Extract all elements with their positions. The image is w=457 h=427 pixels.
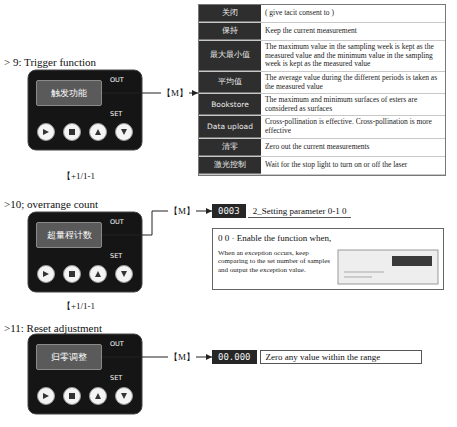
inset-tab: [392, 256, 432, 266]
node-description: Wait for the stop light to turn on or of…: [261, 159, 445, 172]
display-screen: 归零调整: [36, 344, 102, 370]
button: [64, 388, 81, 405]
button-icon: [95, 271, 101, 277]
device-panel: [28, 212, 142, 292]
key-note: 【+1/1-1: [62, 170, 95, 183]
key-press-label: 【M】: [168, 205, 196, 218]
button: [90, 266, 107, 283]
node-description: ( give tacit consent to ): [261, 7, 445, 20]
button-icon: [69, 271, 75, 277]
inset-frame: [338, 250, 438, 284]
node-heading: 超量程计数: [47, 229, 92, 242]
option-row: 保持Keep the current measurement: [199, 23, 445, 41]
node-description: 2_Setting parameter 0-1 0: [248, 205, 352, 218]
note-box: 0 0 · Enable the function when, When an e…: [212, 228, 444, 290]
button-icon: [69, 129, 75, 135]
node-heading: 0003: [212, 204, 246, 218]
value-box: 00032_Setting parameter 0-1 0: [212, 204, 351, 218]
section-heading: >10; overrange count: [4, 198, 98, 210]
node-heading: 清零: [199, 139, 261, 156]
button: [38, 124, 55, 141]
option-row: 关闭( give tacit consent to ): [199, 5, 445, 23]
node-heading: Data upload: [199, 116, 261, 137]
option-row: Data uploadCross-pollination is effectiv…: [199, 116, 445, 138]
button-icon: [95, 393, 101, 399]
button-icon: [43, 129, 49, 135]
node-heading: 激光控制: [199, 157, 261, 174]
button-icon: [43, 271, 49, 277]
button-icon: [121, 129, 127, 135]
key-press-label: 【M】: [161, 87, 189, 100]
display-screen: 超量程计数: [36, 222, 102, 248]
button: [116, 124, 133, 141]
button: [116, 266, 133, 283]
node-heading: 归零调整: [51, 351, 87, 364]
button-icon: [121, 393, 127, 399]
node-heading: 最大最小值: [199, 41, 261, 71]
key-label: SET: [110, 110, 122, 118]
button-icon: [121, 271, 127, 277]
option-panel: 关闭( give tacit consent to )保持Keep the cu…: [198, 4, 446, 176]
option-row: 激光控制Wait for the stop light to turn on o…: [199, 157, 445, 175]
button: [90, 388, 107, 405]
key-label: OUT: [110, 340, 124, 348]
node-description: Keep the current measurement: [261, 25, 445, 38]
display-screen: 触发功能: [36, 80, 102, 106]
device-body: [28, 212, 142, 292]
node-description: Zero any value within the range: [260, 350, 422, 364]
option-row: BookstoreThe maximum and minimum surface…: [199, 94, 445, 116]
inset-line: [344, 272, 384, 273]
option-row: 清零Zero out the current measurements: [199, 139, 445, 157]
button: [38, 388, 55, 405]
node-description: The average value during the different p…: [261, 72, 445, 93]
node-description: The maximum and minimum surfaces of este…: [261, 94, 445, 115]
node-heading: Bookstore: [199, 94, 261, 115]
button: [64, 124, 81, 141]
node-description: The maximum value in the sampling week i…: [261, 41, 445, 71]
node-description: Zero out the current measurements: [261, 141, 445, 154]
node-heading: 00.000: [212, 350, 257, 364]
value-box: 00.000Zero any value within the range: [212, 350, 422, 364]
node-heading: 保持: [199, 23, 261, 40]
node-heading: 平均值: [199, 72, 261, 93]
node-description: Cross-pollination is effective. Cross-po…: [261, 116, 445, 137]
button-icon: [69, 393, 75, 399]
inset-screenshot: [338, 250, 438, 284]
button: [116, 388, 133, 405]
button-icon: [95, 129, 101, 135]
button: [38, 266, 55, 283]
inset-line: [344, 277, 372, 278]
device-body: [28, 70, 142, 150]
node-heading: 关闭: [199, 5, 261, 22]
key-label: SET: [110, 374, 122, 382]
key-note: 【+1/1-1: [62, 300, 95, 313]
key-label: SET: [110, 252, 122, 260]
button: [90, 124, 107, 141]
key-label: OUT: [110, 76, 124, 84]
section-heading: > 9: Trigger function: [4, 56, 96, 68]
node-description: When an exception occurs, keep comparing…: [218, 249, 330, 274]
button-icon: [43, 393, 49, 399]
node-heading: 0 0 · Enable the function when,: [218, 233, 438, 243]
device-panel: [28, 334, 142, 414]
section-heading: >11: Reset adjustment: [4, 322, 102, 334]
key-label: OUT: [110, 218, 124, 226]
node-heading: 触发功能: [51, 87, 87, 100]
button: [64, 266, 81, 283]
device-body: [28, 334, 142, 414]
key-press-label: 【M】: [168, 351, 196, 364]
device-panel: [28, 70, 142, 150]
option-row: 平均值The average value during the differen…: [199, 72, 445, 94]
option-row: 最大最小值The maximum value in the sampling w…: [199, 41, 445, 72]
